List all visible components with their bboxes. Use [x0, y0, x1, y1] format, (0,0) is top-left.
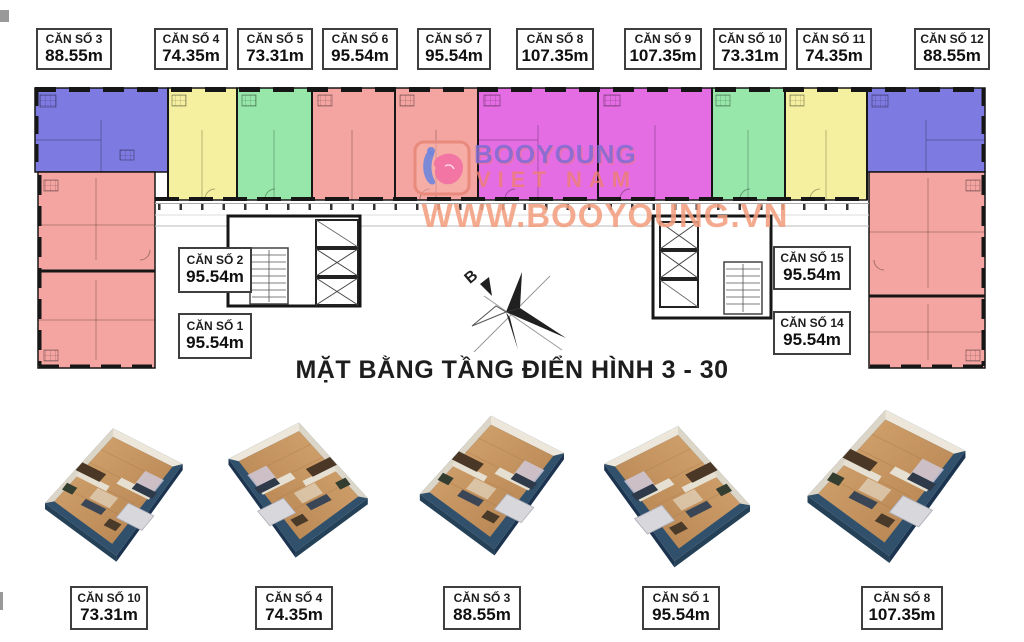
unit-region-10 [711, 87, 786, 201]
page-title: MẶT BẰNG TẦNG ĐIỂN HÌNH 3 - 30 [295, 356, 729, 384]
unit-region-8 [477, 87, 599, 201]
unit-region-4 [167, 87, 238, 201]
fixtures [39, 94, 981, 362]
party-walls [38, 88, 985, 298]
scan-artifact [0, 592, 3, 610]
apartment-3d-render-unit-10 [44, 427, 184, 563]
wing-region-units-14-15 [868, 171, 986, 369]
apartment-3d-render-unit-3 [419, 415, 565, 556]
apartment-3d-render-unit-4 [228, 422, 369, 559]
apartment-3d-render-unit-1 [603, 425, 751, 568]
unit-region-3 [34, 87, 169, 173]
stair-elevator-core-right [651, 214, 773, 320]
scan-artifact [0, 10, 9, 22]
apartment-3d-render-unit-8 [807, 409, 966, 564]
